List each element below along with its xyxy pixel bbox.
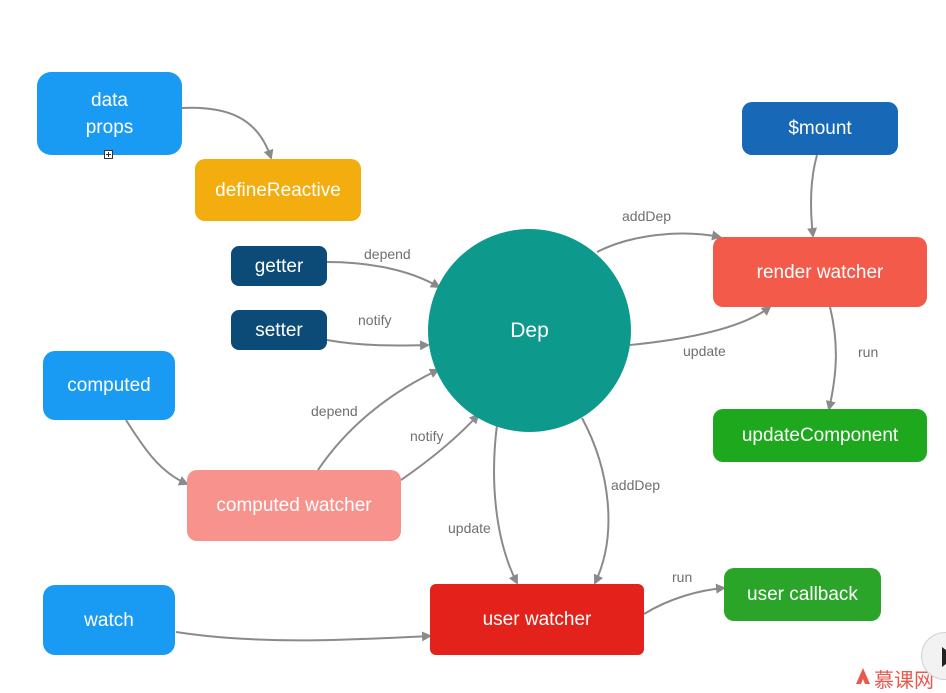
node-getter: getter — [231, 246, 327, 286]
edge-user-watcher-run-to-user-callback — [643, 583, 726, 615]
edge-label-dep-adddep-render: addDep — [622, 208, 672, 224]
edge-label-dep-update-render: update — [683, 343, 726, 359]
node-computed: computed — [43, 351, 175, 420]
edge-setter-to-dep — [326, 339, 430, 351]
node-mount: $mount — [742, 102, 898, 155]
edge-computed-watcher-depend-to-dep — [317, 368, 440, 471]
node-user-watcher: user watcher — [430, 584, 644, 655]
node-render-watcher: render watcher — [713, 237, 927, 307]
node-update-component: updateComponent — [713, 409, 927, 462]
edge-label-dep-adddep-user: addDep — [611, 477, 661, 493]
edge-dep-update-to-user-watcher — [493, 424, 518, 585]
node-define-reactive: defineReactive — [195, 159, 361, 221]
edge-watch-to-user-watcher — [175, 631, 432, 642]
node-user-callback: user callback — [724, 568, 881, 621]
edge-mount-to-render-watcher — [807, 154, 818, 238]
node-watch: watch — [43, 585, 175, 655]
node-setter: setter — [231, 310, 327, 350]
edge-getter-to-dep — [326, 261, 441, 289]
node-data-props: data props — [37, 72, 182, 155]
edge-dep-update-to-render-watcher — [629, 305, 772, 346]
watermark-logo-icon — [856, 668, 870, 684]
node-data-props-line2: props — [85, 116, 134, 138]
edge-render-watcher-run-to-updatecomponent — [825, 306, 837, 411]
edge-computed-watcher-notify-to-dep — [400, 413, 480, 481]
node-dep: Dep — [428, 229, 631, 432]
edge-label-getter-depend: depend — [364, 246, 411, 262]
edge-label-computed-watcher-notify: notify — [410, 428, 444, 444]
edge-label-setter-notify: notify — [358, 312, 392, 328]
edge-label-render-run: run — [858, 344, 879, 360]
edge-dep-adddep-to-user-watcher — [581, 417, 610, 585]
edge-label-computed-watcher-depend: depend — [311, 403, 358, 419]
edge-dep-adddep-to-render-watcher — [596, 230, 722, 253]
node-computed-watcher: computed watcher — [187, 470, 401, 541]
edge-computed-to-computed-watcher — [125, 419, 189, 486]
edge-label-dep-update-user: update — [448, 520, 491, 536]
expand-icon[interactable] — [104, 150, 113, 159]
node-data-props-line1: data — [91, 89, 128, 111]
edge-data-to-definereactive — [181, 106, 274, 160]
edge-label-user-run: run — [672, 569, 693, 585]
